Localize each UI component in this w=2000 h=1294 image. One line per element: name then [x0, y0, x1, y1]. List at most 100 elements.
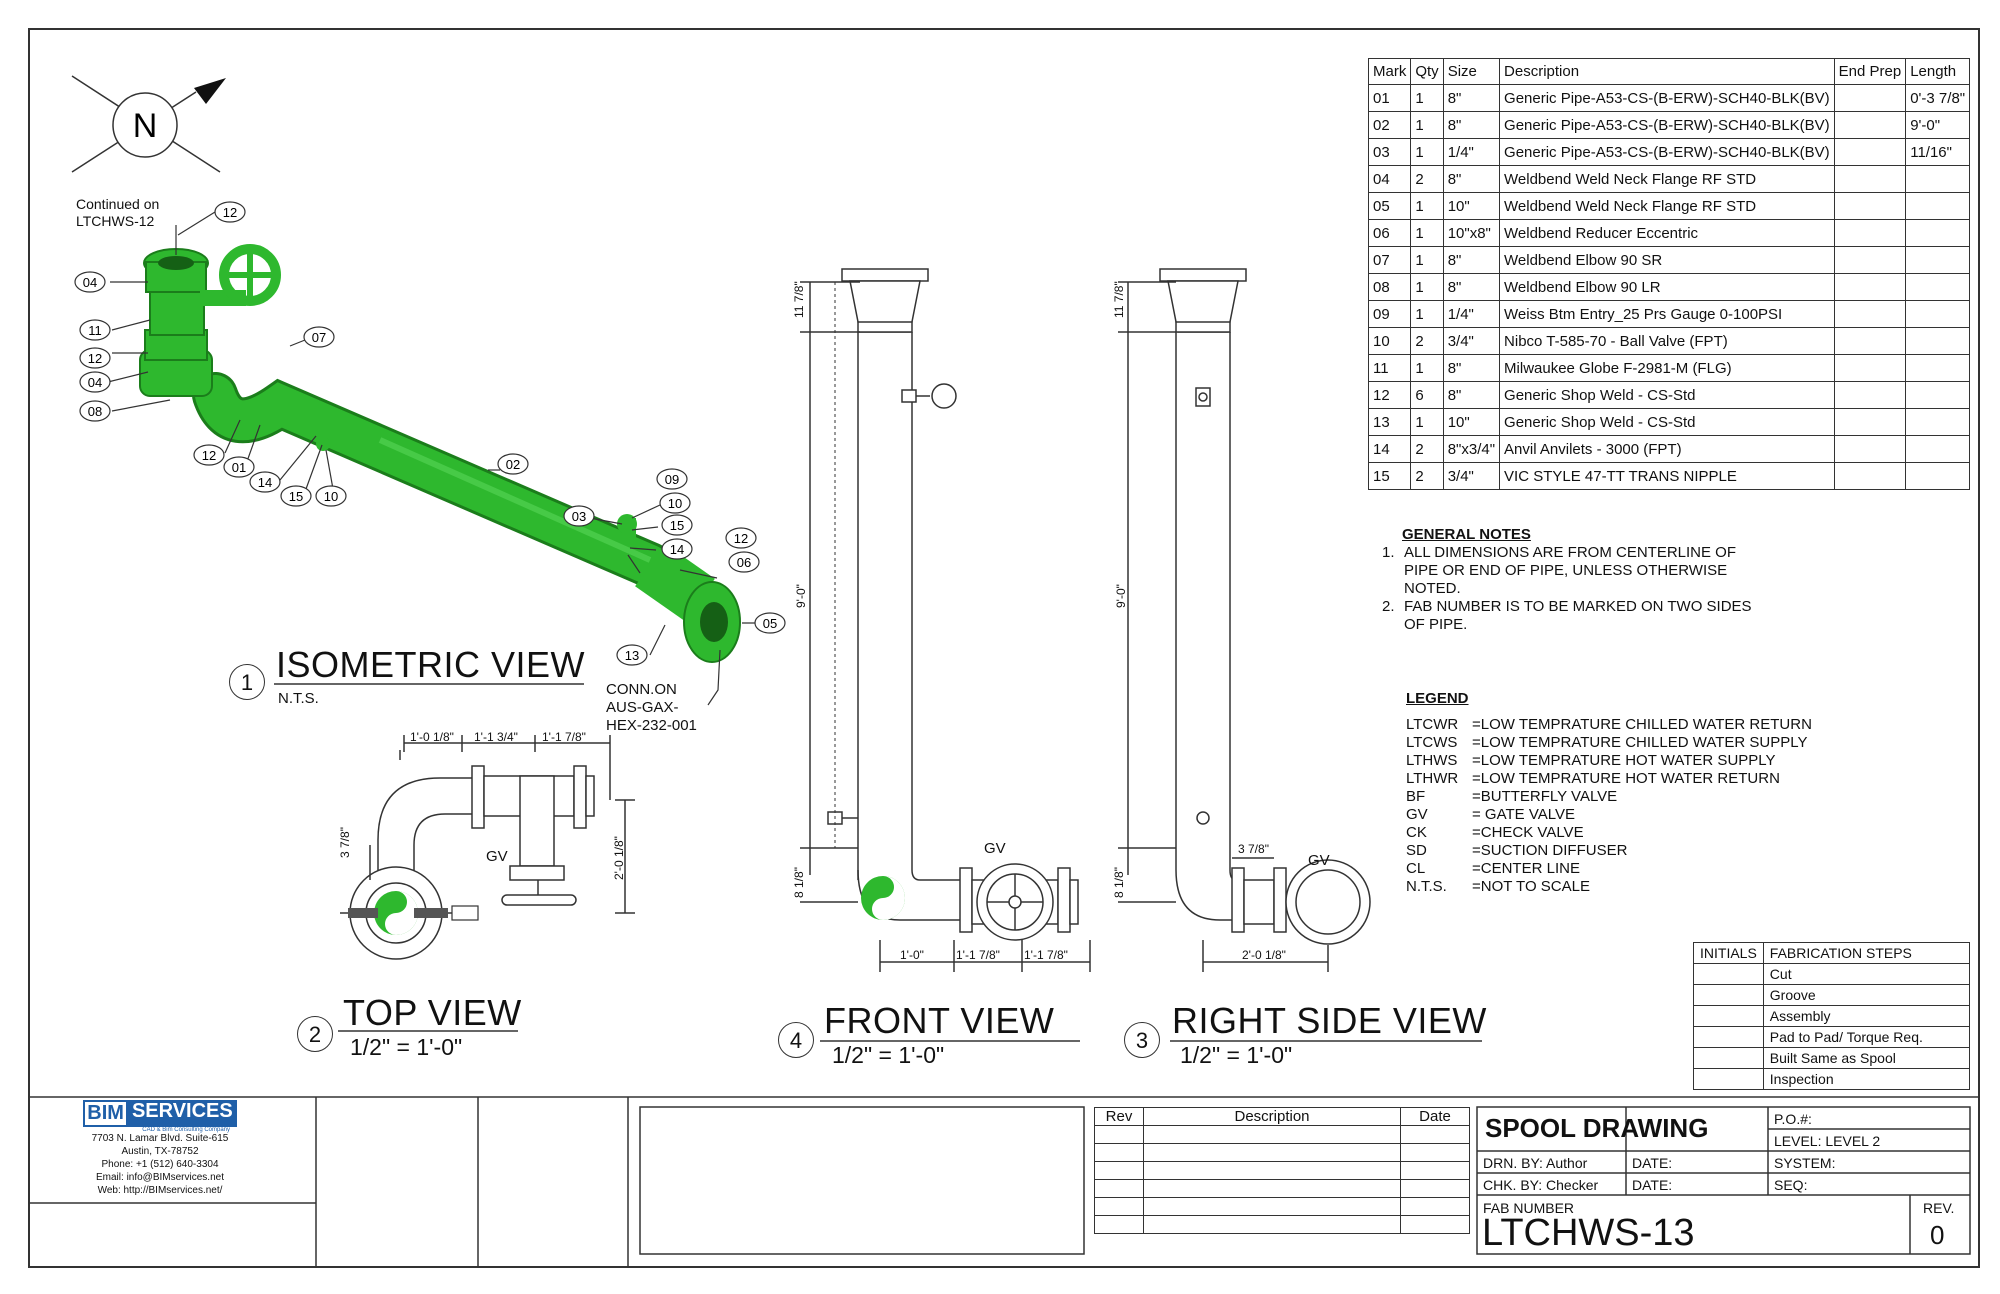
bom-cell — [1905, 462, 1971, 490]
bom-cell: 1 — [1410, 300, 1444, 328]
revision-cell — [1143, 1197, 1401, 1216]
company-address: 7703 N. Lamar Blvd. Suite-615 Austin, TX… — [60, 1132, 260, 1197]
bom-header: Description — [1499, 58, 1835, 85]
fab-initials-cell[interactable] — [1693, 1068, 1764, 1090]
callout-01: 01 — [232, 460, 246, 475]
legend-meaning: =LOW TEMPRATURE HOT WATER RETURN — [1472, 770, 1780, 787]
bom-cell: 9'-0" — [1905, 111, 1971, 139]
legend-abbrev: GV — [1406, 806, 1428, 823]
fab-initials-cell[interactable] — [1693, 984, 1764, 1006]
legend-item: SD=SUCTION DIFFUSER — [1406, 842, 1812, 860]
fab-initials-cell[interactable] — [1693, 963, 1764, 985]
fab-step-label: Built Same as Spool — [1762, 1047, 1971, 1069]
bom-cell: 3/4" — [1442, 462, 1501, 490]
bom-cell — [1833, 138, 1907, 166]
revision-cell — [1094, 1143, 1144, 1162]
bom-cell: 0'-3 7/8" — [1905, 84, 1971, 112]
fab-initials-cell[interactable] — [1693, 1047, 1764, 1069]
revision-cell — [1143, 1143, 1401, 1162]
bom-cell: Weldbend Weld Neck Flange RF STD — [1499, 165, 1835, 193]
fab-step-row: Inspection — [1693, 1068, 1971, 1090]
note-line: PIPE OR END OF PIPE, UNLESS OTHERWISE — [1404, 562, 1728, 579]
legend-abbrev: LTHWS — [1406, 752, 1458, 769]
bom-cell: 1/4" — [1442, 300, 1501, 328]
legend-meaning: = GATE VALVE — [1472, 806, 1575, 823]
revision-row — [1094, 1161, 1470, 1180]
legend-abbrev: BF — [1406, 788, 1426, 805]
bom-cell: Weldbend Elbow 90 LR — [1499, 273, 1835, 301]
bom-cell: 15 — [1367, 462, 1412, 490]
revision-row — [1094, 1125, 1470, 1144]
note-number: 2. — [1382, 598, 1395, 615]
legend-item: LTHWR=LOW TEMPRATURE HOT WATER RETURN — [1406, 770, 1812, 788]
callout-12: 12 — [88, 351, 102, 366]
dim-label: 1'-1 7/8" — [542, 730, 586, 744]
front-view-drawing — [800, 268, 1091, 972]
dim-label: 2'-0 1/8" — [612, 836, 626, 880]
legend-item: N.T.S.=NOT TO SCALE — [1406, 878, 1812, 896]
dim-label: 2'-0 1/8" — [1242, 948, 1286, 962]
callout-13: 13 — [625, 648, 639, 663]
bom-cell — [1833, 111, 1907, 139]
bom-cell — [1833, 246, 1907, 274]
revision-cell — [1094, 1179, 1144, 1198]
bom-cell: 10" — [1442, 408, 1501, 436]
company-logo: BIM SERVICES — [83, 1100, 237, 1127]
bom-cell — [1905, 273, 1971, 301]
bom-cell — [1833, 219, 1907, 247]
bom-header: Mark — [1367, 58, 1412, 85]
callout-03: 03 — [572, 509, 586, 524]
dim-label: 1'-1 3/4" — [474, 730, 518, 744]
po-number: P.O.#: — [1774, 1111, 1812, 1127]
fab-initials-cell[interactable] — [1693, 1005, 1764, 1027]
general-note: 2.FAB NUMBER IS TO BE MARKED ON TWO SIDE… — [1382, 598, 1752, 634]
callout-10: 10 — [324, 489, 338, 504]
revision-row — [1094, 1215, 1470, 1234]
level: LEVEL: LEVEL 2 — [1774, 1133, 1881, 1149]
callout-04: 04 — [83, 275, 97, 290]
bom-cell: Generic Pipe-A53-CS-(B-ERW)-SCH40-BLK(BV… — [1499, 111, 1835, 139]
bom-cell: 08 — [1367, 273, 1412, 301]
conn-note-line1: CONN.ON — [606, 681, 677, 698]
bom-cell — [1905, 327, 1971, 355]
legend-meaning: =BUTTERFLY VALVE — [1472, 788, 1618, 805]
logo-services: SERVICES — [127, 1100, 237, 1127]
legend-meaning: =LOW TEMPRATURE CHILLED WATER RETURN — [1472, 716, 1812, 733]
fab-initials-cell[interactable] — [1693, 1026, 1764, 1048]
bom-cell: 8" — [1442, 381, 1501, 409]
dim-label: 1'-1 7/8" — [956, 948, 1000, 962]
bom-cell: Anvil Anvilets - 3000 (FPT) — [1499, 435, 1835, 463]
email-link[interactable]: info@BIMservices.net — [126, 1172, 224, 1183]
callout-05: 05 — [763, 616, 777, 631]
revision-cell — [1400, 1125, 1470, 1144]
legend-meaning: =LOW TEMPRATURE CHILLED WATER SUPPLY — [1472, 734, 1808, 751]
view-scale-iso: N.T.S. — [278, 690, 319, 707]
bom-cell: Milwaukee Globe F-2981-M (FLG) — [1499, 354, 1835, 382]
north-arrow: N — [71, 75, 226, 173]
bom-cell: 8" — [1442, 111, 1501, 139]
view-scale-side: 1/2" = 1'-0" — [1180, 1042, 1293, 1068]
bom-cell: 04 — [1367, 165, 1412, 193]
web-label: Web: — [97, 1185, 124, 1196]
bom-cell: 2 — [1410, 435, 1444, 463]
fab-step-row: Cut — [1693, 963, 1971, 985]
fab-step-row: Assembly — [1693, 1005, 1971, 1027]
bom-cell: Generic Shop Weld - CS-Std — [1499, 381, 1835, 409]
revision-cell — [1094, 1197, 1144, 1216]
callout-15: 15 — [670, 518, 684, 533]
fab-step-label: Groove — [1762, 984, 1971, 1006]
bom-cell — [1905, 192, 1971, 220]
legend-item: GV = GATE VALVE — [1406, 806, 1812, 824]
bom-cell: 1 — [1410, 84, 1444, 112]
web-link[interactable]: http://BIMservices.net/ — [123, 1185, 223, 1196]
bom-cell: 8" — [1442, 273, 1501, 301]
bom-cell: 09 — [1367, 300, 1412, 328]
bom-cell: 2 — [1410, 462, 1444, 490]
legend-item: LTHWS=LOW TEMPRATURE HOT WATER SUPPLY — [1406, 752, 1812, 770]
